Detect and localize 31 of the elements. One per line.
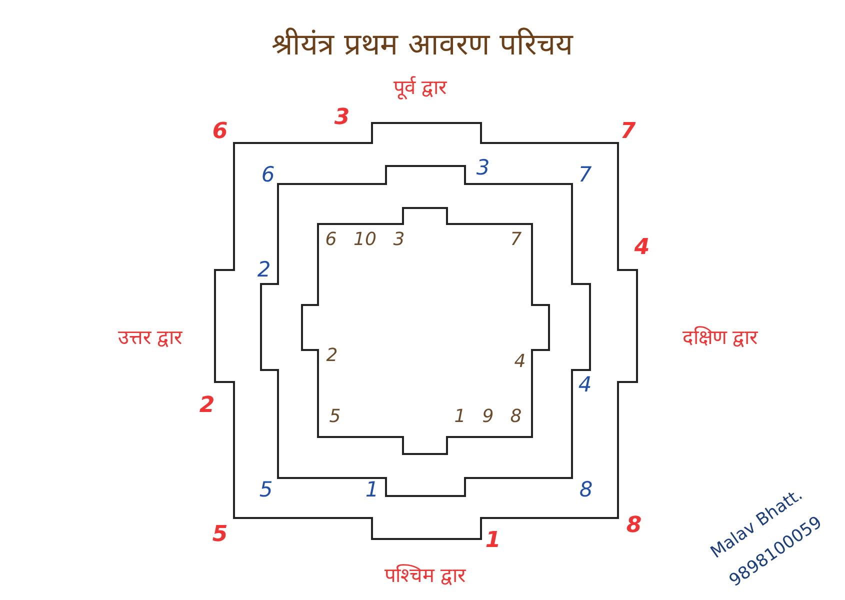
title: श्रीयंत्र प्रथम आवरण परिचय <box>272 28 572 62</box>
corner-number: 5 <box>329 407 341 427</box>
corner-number: 5 <box>259 478 273 502</box>
corner-number: 6 <box>261 163 275 187</box>
corner-number: 3 <box>393 230 405 250</box>
corner-number: 5 <box>212 522 228 548</box>
corner-number: 2 <box>326 346 338 366</box>
corner-number: 9 <box>482 407 494 427</box>
corner-number: 1 <box>454 407 466 427</box>
corner-number: 8 <box>579 478 593 502</box>
corner-number: 10 <box>354 230 376 250</box>
corner-number: 6 <box>325 230 337 250</box>
corner-number: 6 <box>212 120 228 144</box>
corner-number: 2 <box>199 394 215 418</box>
gate-label: पूर्व द्वार <box>393 76 447 98</box>
corner-number: 8 <box>626 514 642 538</box>
corner-number: 4 <box>578 373 592 397</box>
gate-label: दक्षिण द्वार <box>682 326 758 348</box>
corner-number: 4 <box>514 352 526 372</box>
corner-number: 3 <box>334 106 350 130</box>
corner-number: 4 <box>634 236 650 260</box>
corner-number: 7 <box>620 120 636 144</box>
gate-label: उत्तर द्वार <box>118 326 182 348</box>
corner-number: 7 <box>510 230 522 250</box>
corner-number: 7 <box>578 163 592 187</box>
corner-number: 2 <box>257 258 271 282</box>
corner-number: 1 <box>365 478 379 502</box>
corner-number: 8 <box>510 407 522 427</box>
corner-number: 3 <box>476 156 490 180</box>
gate-label: पश्चिम द्वार <box>384 564 466 586</box>
corner-number: 1 <box>485 528 501 554</box>
